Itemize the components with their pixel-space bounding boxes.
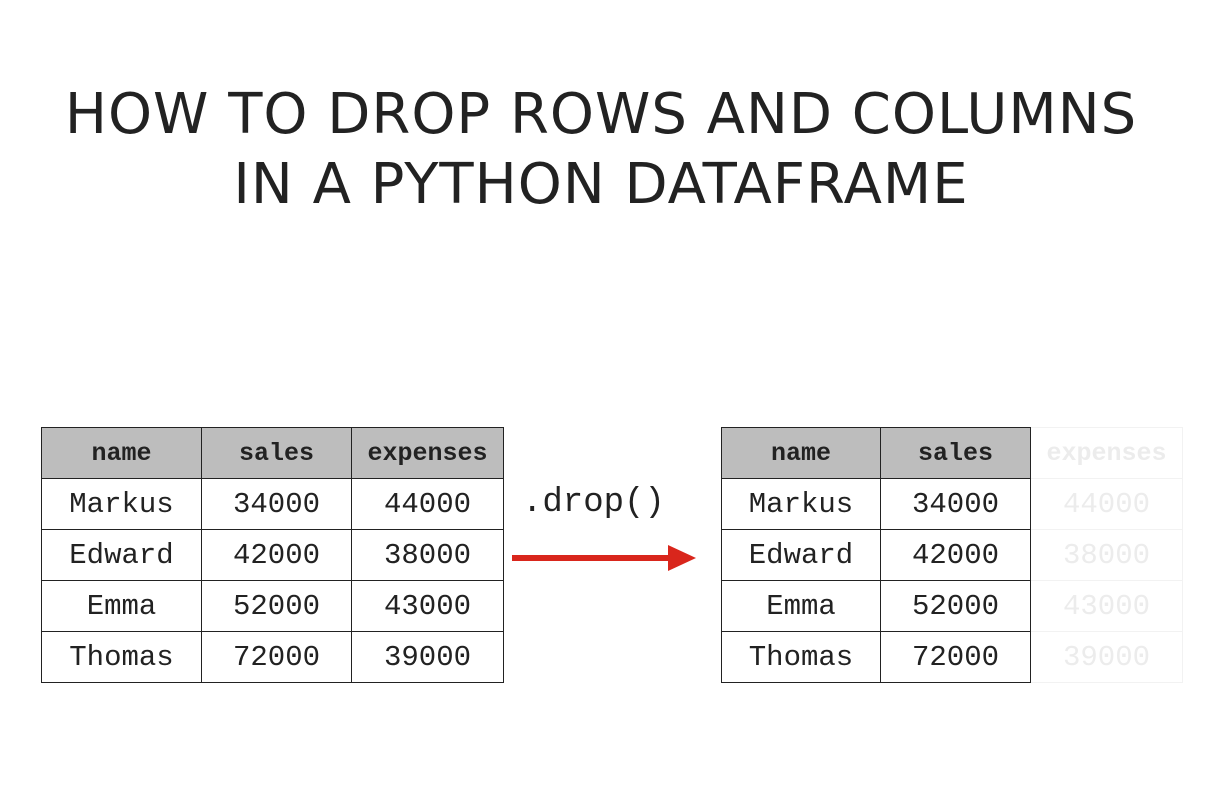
- table-header-row: name sales expenses: [721, 427, 1183, 479]
- result-dataframe-table: name sales expenses Markus 34000 44000 E…: [721, 427, 1183, 683]
- cell-sales: 72000: [880, 631, 1031, 683]
- cell-sales: 34000: [880, 478, 1031, 530]
- dropped-cell-expenses: 44000: [1030, 478, 1183, 530]
- cell-sales: 52000: [201, 580, 352, 632]
- cell-sales: 42000: [201, 529, 352, 581]
- dropped-cell-expenses: 39000: [1030, 631, 1183, 683]
- table-row: Thomas 72000 39000: [721, 631, 1183, 683]
- table-row: Thomas 72000 39000: [41, 631, 504, 683]
- cell-sales: 72000: [201, 631, 352, 683]
- original-dataframe-table: name sales expenses Markus 34000 44000 E…: [41, 427, 504, 683]
- cell-name: Emma: [721, 580, 881, 632]
- drop-method-label: .drop(): [522, 484, 665, 522]
- cell-name: Markus: [721, 478, 881, 530]
- page-title: HOW TO DROP ROWS AND COLUMNS IN A PYTHON…: [0, 80, 1202, 220]
- cell-name: Thomas: [721, 631, 881, 683]
- header-sales: sales: [880, 427, 1031, 479]
- table-row: Edward 42000 38000: [721, 529, 1183, 581]
- cell-name: Emma: [41, 580, 202, 632]
- table-row: Markus 34000 44000: [721, 478, 1183, 530]
- cell-name: Thomas: [41, 631, 202, 683]
- cell-expenses: 44000: [351, 478, 504, 530]
- title-line-1: HOW TO DROP ROWS AND COLUMNS: [64, 82, 1138, 147]
- right-arrow-icon: [512, 545, 696, 571]
- arrow-shaft: [512, 555, 670, 561]
- cell-sales: 34000: [201, 478, 352, 530]
- table-row: Markus 34000 44000: [41, 478, 504, 530]
- dropped-header-expenses: expenses: [1030, 427, 1183, 479]
- title-line-2: IN A PYTHON DATAFRAME: [233, 152, 969, 217]
- header-expenses: expenses: [351, 427, 504, 479]
- cell-sales: 52000: [880, 580, 1031, 632]
- header-sales: sales: [201, 427, 352, 479]
- header-name: name: [721, 427, 881, 479]
- table-header-row: name sales expenses: [41, 427, 504, 479]
- cell-sales: 42000: [880, 529, 1031, 581]
- cell-name: Markus: [41, 478, 202, 530]
- cell-expenses: 43000: [351, 580, 504, 632]
- cell-name: Edward: [41, 529, 202, 581]
- table-row: Edward 42000 38000: [41, 529, 504, 581]
- dropped-cell-expenses: 38000: [1030, 529, 1183, 581]
- arrow-head: [668, 545, 696, 571]
- table-row: Emma 52000 43000: [41, 580, 504, 632]
- header-name: name: [41, 427, 202, 479]
- cell-expenses: 39000: [351, 631, 504, 683]
- dropped-cell-expenses: 43000: [1030, 580, 1183, 632]
- cell-expenses: 38000: [351, 529, 504, 581]
- table-row: Emma 52000 43000: [721, 580, 1183, 632]
- cell-name: Edward: [721, 529, 881, 581]
